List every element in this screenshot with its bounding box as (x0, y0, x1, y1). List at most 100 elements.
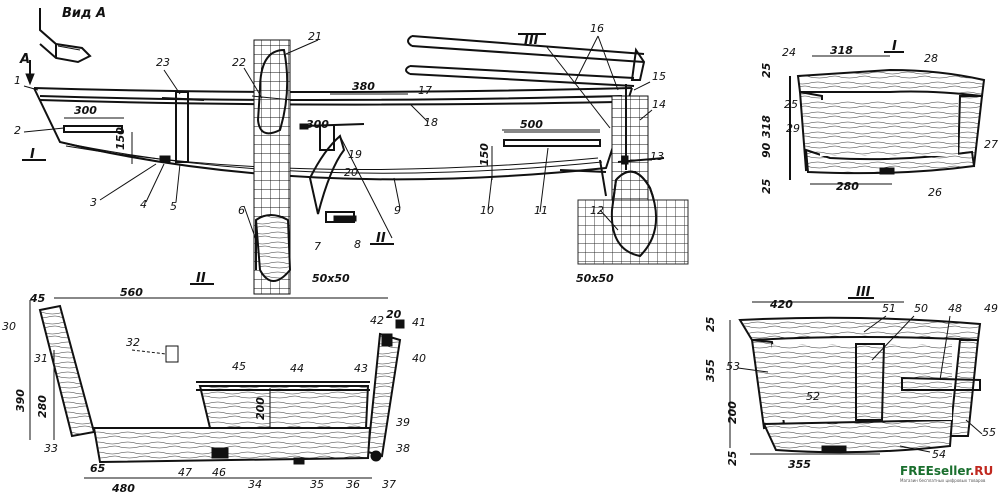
section-III-title: III (856, 285, 871, 300)
sec2-dim-200: 200 (254, 397, 267, 420)
sec3-dim-25-top: 25 (704, 316, 717, 332)
part-23: 23 (156, 56, 170, 69)
section-marker-II: II (376, 231, 386, 246)
part-7: 7 (314, 240, 321, 253)
part-38: 38 (396, 442, 410, 455)
sec3-dim-25-bottom: 25 (726, 450, 739, 466)
part-2: 2 (14, 124, 21, 137)
part-37: 37 (382, 478, 396, 491)
section-III: III 420 25 355 200 25 355 48 49 50 51 52… (704, 285, 998, 471)
watermark-tagline: Магазин бесплатных цифровых товаров (900, 478, 986, 483)
part-25: 25 (784, 98, 798, 111)
daggerboard (254, 214, 292, 282)
part-13: 13 (650, 150, 664, 163)
part-31: 31 (34, 352, 48, 365)
watermark-logo: FREEseller.RU Магазин бесплатных цифровы… (900, 464, 994, 494)
part-16: 16 (590, 22, 604, 35)
sec1-dim-318-height: 318 (760, 115, 773, 138)
part-5: 5 (170, 200, 177, 213)
section-II: II 560 45 20 390 280 200 65 480 30 31 32… (2, 271, 426, 495)
part-10: 10 (480, 204, 494, 217)
part-18: 18 (424, 116, 438, 129)
sail (256, 48, 289, 135)
part-55: 55 (982, 426, 996, 439)
section-I: I 318 25 318 90 280 25 24 25 26 27 28 29 (760, 39, 998, 199)
part-50: 50 (914, 302, 928, 315)
part-49: 49 (984, 302, 998, 315)
part-36: 36 (346, 478, 360, 491)
sec2-dim-390: 390 (14, 389, 27, 412)
part-29: 29 (786, 122, 800, 135)
part-22: 22 (232, 56, 246, 69)
part-6: 6 (238, 204, 245, 217)
part-41: 41 (412, 316, 426, 329)
sec2-dim-480: 480 (111, 482, 135, 495)
section-marker-III: III (524, 33, 539, 48)
part-9: 9 (394, 204, 401, 217)
part-34: 34 (248, 478, 262, 491)
dim-150-left: 150 (114, 127, 127, 150)
sec2-dim-280: 280 (36, 395, 49, 418)
part-46: 46 (212, 466, 226, 479)
part-27: 27 (984, 138, 998, 151)
dim-300-mid: 300 (306, 118, 329, 131)
section-marker-I: I (30, 147, 35, 162)
sec2-dim-65: 65 (90, 462, 106, 475)
sec2-dim-45: 45 (29, 292, 46, 305)
part-39: 39 (396, 416, 410, 429)
part-1: 1 (14, 74, 21, 87)
sec3-dim-355-height: 355 (704, 359, 717, 382)
part-48: 48 (948, 302, 962, 315)
sec1-dim-318-width: 318 (830, 44, 853, 57)
part-28: 28 (924, 52, 938, 65)
part-35: 35 (310, 478, 324, 491)
part-19: 19 (348, 148, 362, 161)
part-4: 4 (140, 198, 147, 211)
part-42: 42 (370, 314, 384, 327)
part-52: 52 (806, 390, 820, 403)
part-12: 12 (590, 204, 604, 217)
watermark-brand: FREEseller.RU (900, 464, 994, 478)
part-20: 20 (344, 166, 358, 179)
dim-380: 380 (352, 80, 375, 93)
part-24: 24 (782, 46, 796, 59)
part-21: 21 (308, 30, 322, 43)
part-44: 44 (290, 362, 304, 375)
part-33: 33 (44, 442, 58, 455)
mast (175, 91, 189, 163)
sec1-dim-90: 90 (760, 142, 773, 158)
sec2-dim-560: 560 (120, 286, 143, 299)
view-a-title: Вид А (62, 6, 106, 21)
sec3-dim-200: 200 (726, 401, 739, 424)
part-54: 54 (932, 448, 946, 461)
grid-label-rudder: 50x50 (576, 272, 614, 285)
part-45: 45 (232, 360, 246, 373)
part-32: 32 (126, 336, 140, 349)
sec1-dim-25-bottom: 25 (760, 178, 773, 194)
dim-300-left: 300 (74, 104, 97, 117)
part-51: 51 (882, 302, 896, 315)
view-a: Вид А А (19, 6, 106, 86)
dim-150-right: 150 (478, 143, 491, 166)
sec1-dim-25-top: 25 (760, 62, 773, 78)
grid-label-daggerboard: 50x50 (312, 272, 350, 285)
part-47: 47 (178, 466, 192, 479)
part-14: 14 (652, 98, 666, 111)
section-II-title: II (196, 271, 206, 286)
part-17: 17 (418, 84, 432, 97)
dim-500: 500 (520, 118, 543, 131)
part-53: 53 (726, 360, 740, 373)
part-26: 26 (928, 186, 942, 199)
sec3-dim-420: 420 (769, 298, 793, 311)
sec2-dim-20: 20 (386, 308, 402, 321)
part-11: 11 (534, 204, 548, 217)
sec3-dim-355-width: 355 (788, 458, 811, 471)
part-40: 40 (412, 352, 426, 365)
hull-top-gunwale (33, 87, 633, 93)
arrow-a-label: А (19, 52, 30, 67)
part-3: 3 (90, 196, 97, 209)
part-43: 43 (354, 362, 368, 375)
section-I-title: I (892, 39, 897, 54)
main-side-view: 1 2 3 4 5 6 7 8 9 10 11 12 13 14 15 16 1… (14, 22, 689, 295)
